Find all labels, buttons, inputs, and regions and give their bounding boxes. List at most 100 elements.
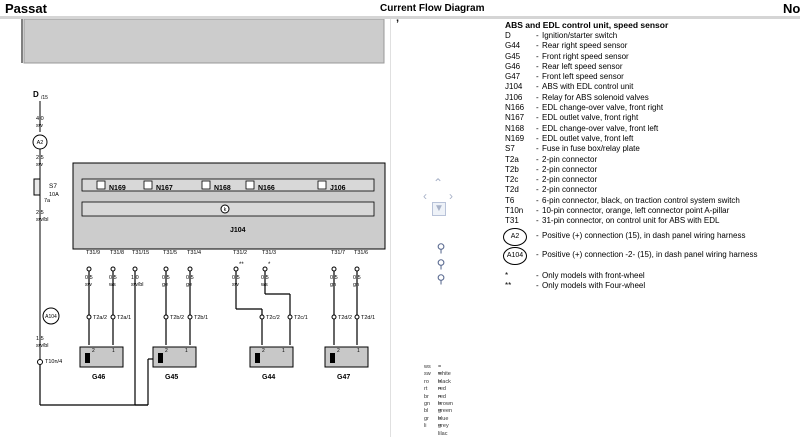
legend-code: * xyxy=(505,270,509,280)
wire-color-label: gn xyxy=(353,282,359,288)
pin-terminal xyxy=(187,266,193,272)
pin-mark: ** xyxy=(239,262,244,268)
fit-page-icon[interactable]: ▼ xyxy=(432,202,446,216)
pin-terminal xyxy=(86,266,92,272)
fuse-s7-symbol xyxy=(33,178,41,196)
color-name: = red xyxy=(438,378,446,393)
color-name: = white xyxy=(438,364,451,378)
legend-desc: Fuse in fuse box/relay plate xyxy=(542,144,640,154)
valve-strip xyxy=(81,178,375,192)
legend-desc: 2-pin connector xyxy=(542,175,598,185)
legend-code: G45 xyxy=(505,51,521,61)
control-unit-label: J104 xyxy=(230,227,246,234)
connector-label: T2b/2 xyxy=(170,315,184,321)
legend-dash: - xyxy=(536,154,539,164)
legend-desc: Front left speed sensor xyxy=(542,72,624,82)
pan-right-icon[interactable]: › xyxy=(449,189,453,203)
color-abbr: li xyxy=(424,423,427,430)
fuse-terminal-label: 7a xyxy=(44,198,51,204)
wire-color-label: sw/bl xyxy=(36,217,49,223)
color-abbr: gn xyxy=(424,400,431,407)
pan-left-icon[interactable]: ‹ xyxy=(423,189,427,203)
legend-code: G46 xyxy=(505,61,521,71)
legend-desc: Rear left speed sensor xyxy=(542,61,623,71)
color-abbr: gr xyxy=(424,415,429,422)
connector-t10n-label: T10n/4 xyxy=(45,359,62,365)
legend-desc: 2-pin connector xyxy=(542,185,598,195)
legend-dash: - xyxy=(536,103,539,113)
legend-title: ABS and EDL control unit, speed sensor xyxy=(505,20,669,30)
legend-dash: - xyxy=(536,216,539,226)
connection-a2-label: A2 xyxy=(37,140,44,146)
connector-pin xyxy=(163,314,169,320)
sensor-pin-label: 1 xyxy=(282,348,285,354)
wire-color-label: sw xyxy=(36,162,43,168)
legend-desc: 6-pin connector, black, on traction cont… xyxy=(542,195,740,205)
page-marker: ’ xyxy=(396,18,400,30)
d15-label: D xyxy=(33,90,39,99)
connection-a104-label: A104 xyxy=(45,314,57,320)
legend-code: N167 xyxy=(505,113,525,123)
fuse-rating-label: 10A xyxy=(49,192,59,198)
speed-sensor-box xyxy=(152,346,197,368)
color-abbr: bl xyxy=(424,408,429,415)
valve-coil-symbol xyxy=(245,180,255,190)
diagram-title: Current Flow Diagram xyxy=(380,3,485,14)
legend-dash: - xyxy=(536,270,539,280)
sensor-coil-symbol xyxy=(255,353,260,363)
grey-banner xyxy=(23,19,385,64)
legend-dash: - xyxy=(536,113,539,123)
sensor-pin-label: 1 xyxy=(112,348,115,354)
legend-desc: Relay for ABS solenoid valves xyxy=(542,92,649,102)
pin-terminal xyxy=(331,266,337,272)
pin-terminal xyxy=(163,266,169,272)
legend-dash: - xyxy=(536,72,539,82)
color-name: = brown xyxy=(438,393,453,407)
connector-pin xyxy=(110,314,116,320)
unit-symbol-label: k xyxy=(224,207,227,213)
zoom-in-icon[interactable]: ⚲ xyxy=(436,241,446,255)
connector-label: T2a/1 xyxy=(117,315,131,321)
legend-dash: - xyxy=(536,185,539,195)
valve-coil-symbol xyxy=(96,180,106,190)
sensor-label: G47 xyxy=(337,374,350,381)
legend-code: J104 xyxy=(505,82,523,92)
wire-color-label: sw/bl xyxy=(131,282,144,288)
legend-desc: 2-pin connector xyxy=(542,154,598,164)
speed-sensor-box xyxy=(324,346,369,368)
legend-dash: - xyxy=(536,31,539,40)
legend-code: N169 xyxy=(505,133,525,143)
pin-label: T31/15 xyxy=(132,250,149,256)
page-number-fragment: No xyxy=(783,1,800,16)
color-abbr: ro xyxy=(424,378,429,385)
sensor-pin-label: 2 xyxy=(165,348,168,354)
wiring-diagram: D/154,0swA22,5swS710A7a2,5sw/blA1041,5sw… xyxy=(21,19,386,406)
legend-desc: Positive (+) connection -2- (15), in das… xyxy=(542,249,758,259)
sensor-pin-label: 2 xyxy=(262,348,265,354)
valve-label: N168 xyxy=(214,185,231,192)
legend-connection-circle: A2 xyxy=(503,227,527,246)
speed-sensor-box xyxy=(79,346,124,368)
header-divider xyxy=(0,16,800,19)
color-name: = lilac xyxy=(438,423,448,437)
zoom-reset-icon[interactable]: ⚲ xyxy=(436,272,446,286)
pin-label: T31/9 xyxy=(86,250,100,256)
legend-desc: EDL outlet valve, front left xyxy=(542,133,634,143)
pin-terminal xyxy=(132,266,138,272)
connector-pin xyxy=(354,314,360,320)
sensor-coil-symbol xyxy=(330,353,335,363)
pin-terminal xyxy=(110,266,116,272)
legend-code: T2d xyxy=(505,185,519,195)
zoom-out-icon[interactable]: ⚲ xyxy=(436,257,446,271)
legend-dash: - xyxy=(536,123,539,133)
pan-up-icon[interactable]: ⌃ xyxy=(432,176,444,190)
legend-code: T2b xyxy=(505,164,519,174)
legend-desc: ABS with EDL control unit xyxy=(542,82,634,92)
valve-label: J106 xyxy=(330,185,346,192)
wire-size-label: 2,5 xyxy=(36,155,44,161)
pin-mark: * xyxy=(268,262,271,268)
d15-terminal: /15 xyxy=(41,95,48,101)
connector-pin xyxy=(86,314,92,320)
pin-label: T31/8 xyxy=(110,250,124,256)
legend-desc: Only models with front-wheel xyxy=(542,270,645,280)
